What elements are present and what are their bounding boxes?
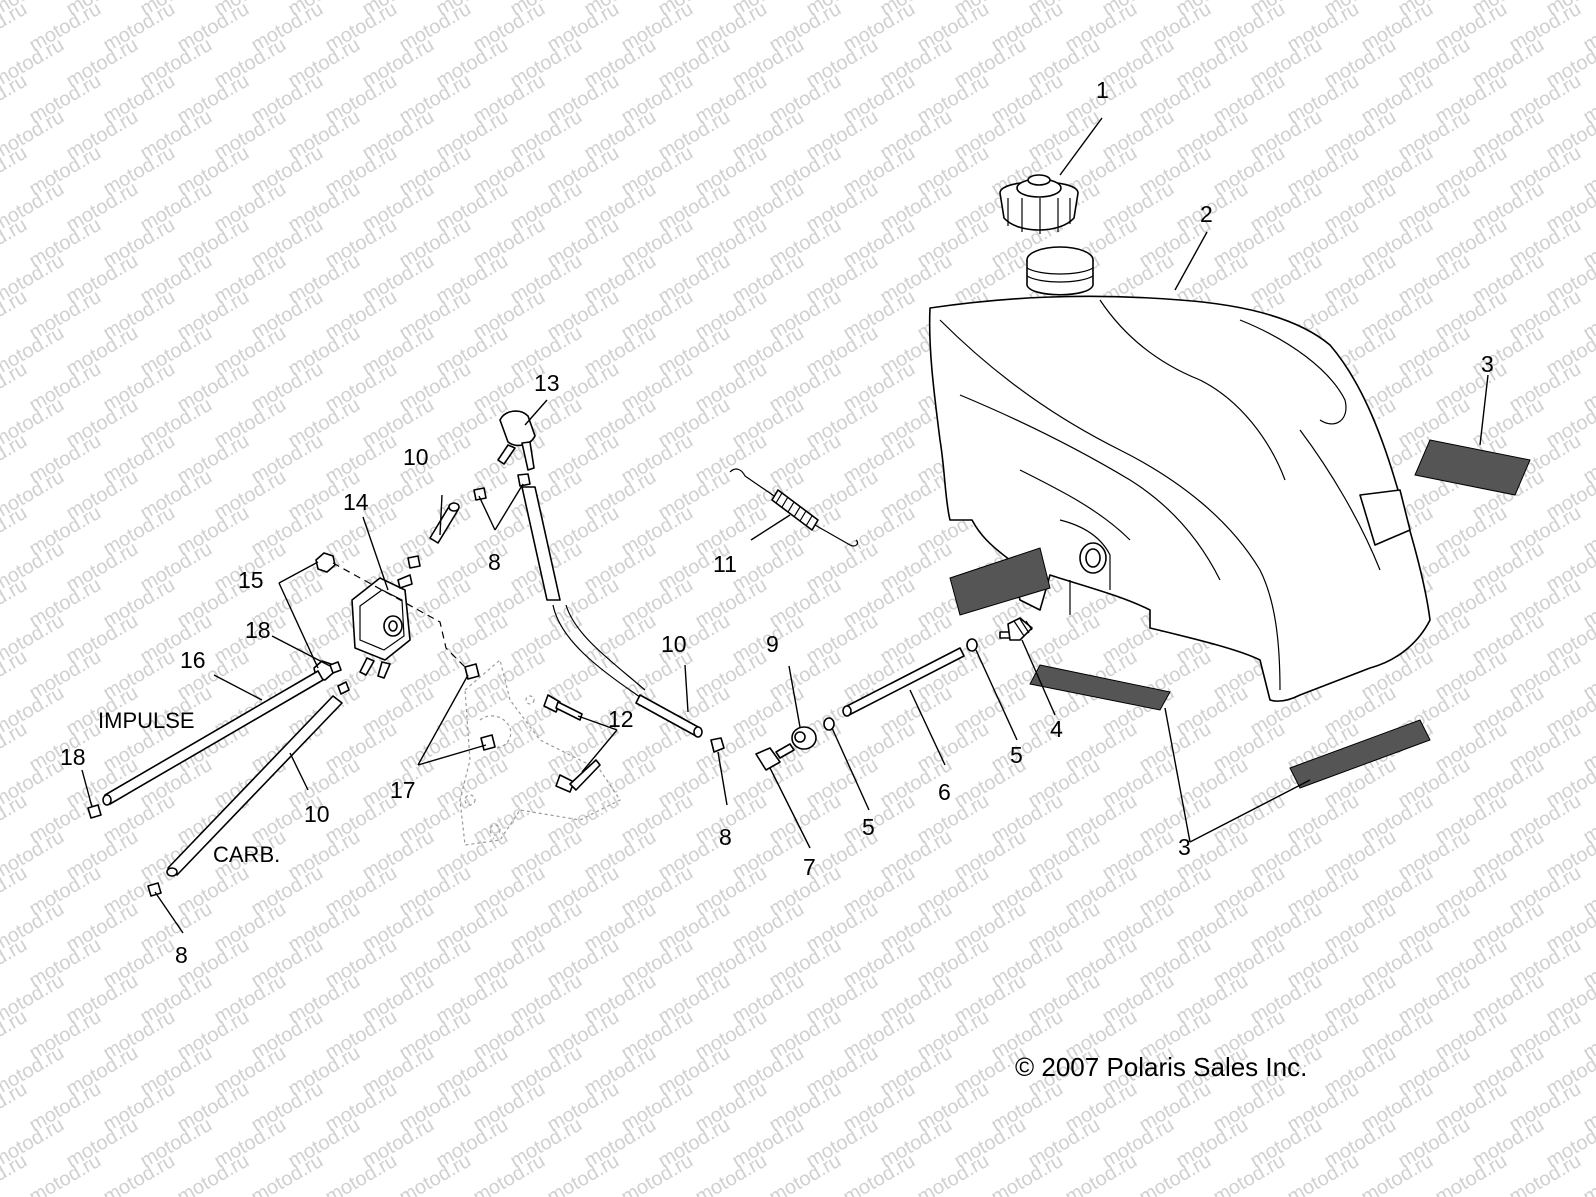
callout-13: 13: [534, 370, 560, 396]
callout-15: 15: [238, 567, 264, 593]
callout-5-left: 5: [862, 814, 875, 840]
watermark-text: motod.ru: [0, 0, 31, 56]
watermark-text: motod.ru: [0, 286, 31, 345]
callout-10-top: 10: [403, 444, 429, 470]
callout-3-right: 3: [1481, 351, 1494, 377]
watermark-text: motod.ru: [0, 214, 31, 273]
callout-14: 14: [343, 489, 369, 515]
clamp-8-bottom: [147, 882, 162, 897]
watermark-text: motod.ru: [0, 934, 31, 993]
callout-10-bottom: 10: [304, 801, 330, 827]
callout-11: 11: [713, 551, 737, 577]
grommet-9: [791, 726, 817, 750]
callout-2: 2: [1200, 201, 1213, 227]
callout-8-top: 8: [488, 549, 501, 575]
watermark-text: motod.ru: [0, 70, 31, 129]
callout-10-center: 10: [661, 631, 687, 657]
callout-12: 12: [608, 706, 634, 732]
watermark-text: motod.ru: [1580, 1150, 1596, 1197]
callout-6: 6: [938, 779, 951, 805]
watermark-text: motod.ru: [0, 142, 31, 201]
callout-9: 9: [766, 631, 779, 657]
copyright-notice: © 2007 Polaris Sales Inc.: [1015, 1052, 1307, 1082]
watermark-text: motod.ru: [0, 718, 31, 777]
watermark-text: motod.ru: [0, 358, 31, 417]
carb-label: CARB.: [213, 842, 280, 867]
callout-5-right: 5: [1010, 742, 1023, 768]
callout-8-bottom: 8: [175, 942, 188, 968]
watermark-text: motod.ru: [0, 574, 31, 633]
watermark-text: motod.ru: [0, 790, 31, 849]
impulse-label: IMPULSE: [98, 708, 195, 733]
callout-8-center: 8: [719, 824, 732, 850]
callout-18-end: 18: [60, 744, 86, 770]
callout-7: 7: [803, 854, 816, 880]
watermark-text: motod.ru: [0, 862, 31, 921]
callout-4: 4: [1050, 716, 1063, 742]
callout-16: 16: [180, 647, 206, 673]
watermark-text: motod.ru: [0, 1078, 31, 1137]
callout-1: 1: [1096, 77, 1109, 103]
watermark-text: motod.ru: [0, 646, 31, 705]
callout-18-pump: 18: [245, 617, 271, 643]
watermark-text: motod.ru: [0, 430, 31, 489]
watermark-text: motod.ru: [0, 502, 31, 561]
callout-17: 17: [390, 777, 416, 803]
callout-3-bottom: 3: [1178, 834, 1191, 860]
watermark-text: motod.ru: [0, 1006, 31, 1065]
